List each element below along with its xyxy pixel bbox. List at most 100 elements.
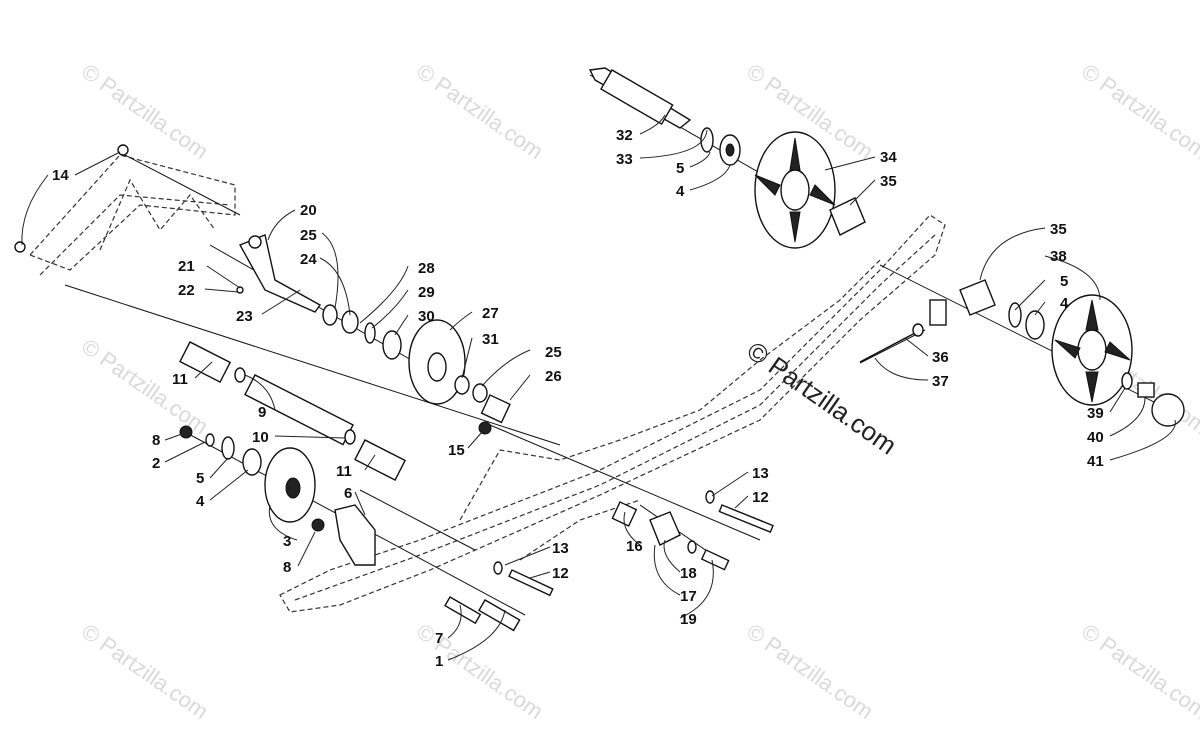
watermark: © Partzilla.com: [742, 619, 878, 725]
callout-label: 23: [236, 308, 253, 325]
watermark-group: © Partzilla.com © Partzilla.com © Partzi…: [77, 59, 1200, 725]
washer-part: [234, 367, 246, 383]
callout-label: 7: [435, 630, 443, 647]
washer-part: [705, 490, 715, 504]
sleeve-part: [600, 69, 674, 126]
callout-label: 19: [680, 611, 697, 628]
bolt-part: [718, 504, 774, 534]
callout-label: 17: [680, 588, 697, 605]
callout-label: 5: [676, 160, 684, 177]
callout-label: 16: [626, 538, 643, 555]
callout-label: 13: [552, 540, 569, 557]
watermark: © Partzilla.com: [77, 619, 213, 725]
callout-label: 9: [258, 404, 266, 421]
callout-label: 40: [1087, 429, 1104, 446]
callout-label: 29: [418, 284, 435, 301]
callout-labels: 14 20 25 24 21 22 23 28 29 30 27 31 25 2…: [52, 127, 1104, 670]
spacer-part: [480, 394, 511, 424]
callout-label: 4: [676, 183, 685, 200]
callout-label: 12: [752, 489, 769, 506]
left-slide-rail: [14, 144, 236, 276]
callout-label: 39: [1087, 405, 1104, 422]
callout-label: 12: [552, 565, 569, 582]
callout-label: 4: [196, 493, 205, 510]
bolt-part: [1137, 382, 1155, 398]
callout-label: 1: [435, 653, 443, 670]
callout-label: 27: [482, 305, 499, 322]
callout-label: 8: [283, 559, 291, 576]
callout-label: 20: [300, 202, 317, 219]
bracket-part: [929, 299, 947, 326]
callout-label: 11: [172, 371, 188, 388]
callout-label: 30: [418, 308, 435, 325]
washer-part: [322, 304, 338, 326]
washer-part: [344, 429, 356, 445]
callout-label: 21: [178, 258, 195, 275]
callout-label: 32: [616, 127, 633, 144]
callout-label: 6: [344, 485, 352, 502]
watermark: © Partzilla.com: [77, 59, 213, 165]
callout-label: 25: [300, 227, 317, 244]
callout-label: 5: [196, 470, 204, 487]
wheel-hub-part: [959, 279, 996, 316]
callout-label: 35: [1050, 221, 1067, 238]
nut-part: [311, 518, 325, 532]
long-bolt-part: [859, 332, 916, 363]
callout-label: 5: [1060, 273, 1068, 290]
washer-part: [1121, 372, 1133, 390]
nut-part: [478, 421, 492, 435]
callout-label: 24: [300, 251, 317, 268]
spacer-tube-part: [354, 439, 407, 481]
mount-bracket-part: [649, 511, 681, 546]
callout-label: 35: [880, 173, 897, 190]
callout-label: 14: [52, 167, 69, 184]
bolt-part: [478, 599, 521, 632]
callout-label: 13: [752, 465, 769, 482]
bearing-part: [242, 448, 262, 476]
callout-label: 33: [616, 151, 633, 168]
bolt-part: [700, 549, 730, 571]
circlip-part: [364, 322, 376, 344]
washer-part: [454, 375, 470, 395]
callout-label: 8: [152, 432, 160, 449]
washer-part: [687, 540, 697, 554]
washer-part: [205, 433, 215, 447]
shock-arm-part: [239, 234, 322, 313]
callout-label: 34: [880, 149, 897, 166]
callout-label: 4: [1060, 295, 1069, 312]
callout-label: 31: [482, 331, 499, 348]
washer-part: [493, 561, 503, 575]
leader-lines: [21, 114, 1176, 661]
watermark: © Partzilla.com: [1077, 619, 1200, 725]
mount-bracket-part: [334, 504, 376, 566]
callout-label: 18: [680, 565, 697, 582]
bearing-bore-part: [725, 143, 735, 157]
callout-label: 28: [418, 260, 435, 277]
watermark: © Partzilla.com: [1077, 59, 1200, 165]
watermark: © Partzilla.com: [412, 59, 548, 165]
grease-fitting-part: [236, 286, 244, 294]
idler-wheel-hub-part: [285, 477, 301, 499]
idler-wheel-hub-part: [1077, 329, 1107, 371]
rivet-icon: [117, 144, 129, 156]
washer-part: [472, 383, 488, 403]
idler-wheel-hub-part: [427, 352, 447, 382]
nut-part: [179, 425, 193, 439]
spacer-tube-part: [179, 341, 232, 383]
callout-label: 36: [932, 349, 949, 366]
callout-label: 41: [1087, 453, 1104, 470]
callout-label: 3: [283, 533, 291, 550]
watermark: © Partzilla.com: [412, 619, 548, 725]
bearing-part: [1025, 310, 1045, 340]
callout-label: 38: [1050, 248, 1067, 265]
wheel-hub-part: [829, 197, 866, 236]
circlip-part: [1008, 302, 1022, 328]
parts: [179, 67, 1185, 632]
circlip-part: [700, 127, 714, 153]
circlip-part: [221, 436, 235, 460]
callout-label: 26: [545, 368, 562, 385]
callout-label: 25: [545, 344, 562, 361]
bolt-part: [444, 596, 482, 625]
bolt-part: [508, 569, 554, 597]
